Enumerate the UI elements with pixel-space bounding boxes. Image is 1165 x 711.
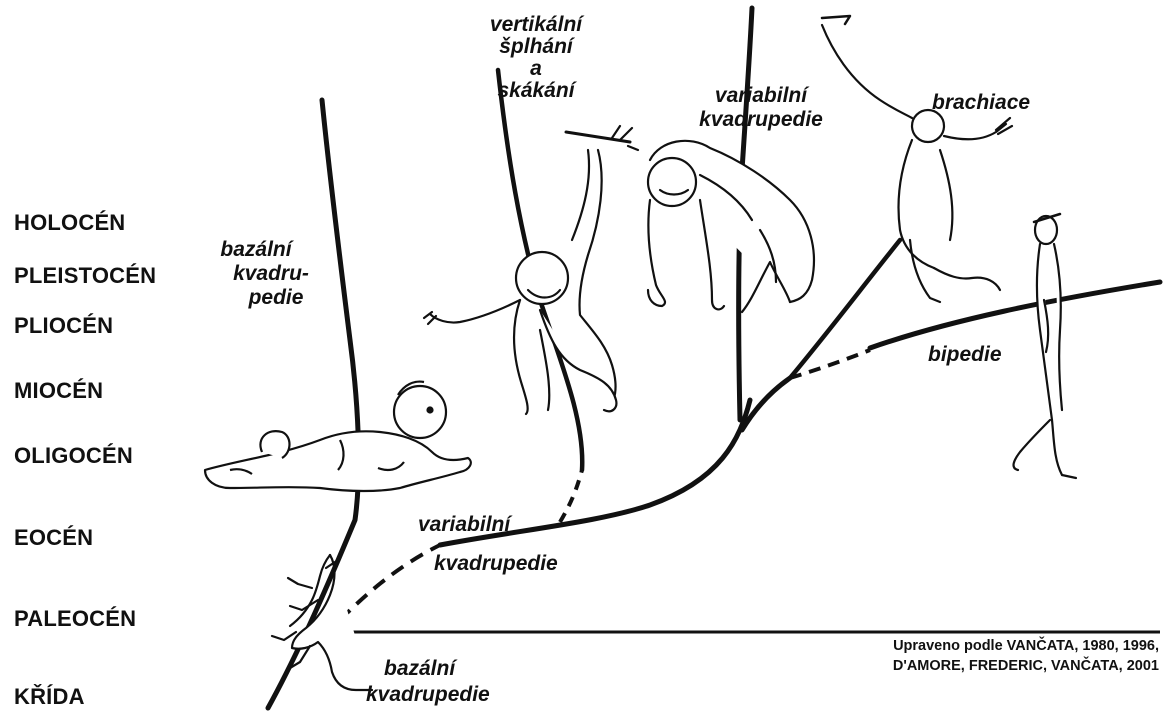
label-kvadrupedie-mid: kvadrupedie xyxy=(434,553,558,575)
infant-crawling-illustration xyxy=(205,382,471,491)
label-line: skákání xyxy=(476,80,596,102)
label-vertikalni-splhani: vertikální šplhání a skákání xyxy=(476,14,596,102)
era-eocen: EOCÉN xyxy=(14,525,93,551)
label-line: kvadru- xyxy=(196,262,316,286)
label-line: bazální xyxy=(366,656,546,682)
label-line: pedie xyxy=(196,286,316,310)
label-bipedie: bipedie xyxy=(928,344,1002,366)
label-line: a xyxy=(476,58,596,80)
credit-line: Upraveno podle VANČATA, 1980, 1996, xyxy=(814,636,1159,656)
credit-citation: Upraveno podle VANČATA, 1980, 1996, D'AM… xyxy=(814,636,1159,676)
label-variabilni-kvadrupedie-top: variabilní kvadrupedie xyxy=(676,84,846,132)
label-line: vertikální xyxy=(476,14,596,36)
gorilla-illustration xyxy=(648,141,814,312)
era-pleistocen: PLEISTOCÉN xyxy=(14,263,156,289)
dashed-early-branch xyxy=(340,545,440,620)
era-miocen: MIOCÉN xyxy=(14,378,103,404)
label-variabilni-mid: variabilní xyxy=(418,514,510,536)
gibbon-illustration xyxy=(822,16,1012,302)
era-krida: KŘÍDA xyxy=(14,684,85,710)
orangutan-illustration xyxy=(424,126,638,414)
era-paleocen: PALEOCÉN xyxy=(14,606,136,632)
label-line: šplhání xyxy=(476,36,596,58)
bipedal-branch xyxy=(870,282,1160,348)
label-brachiace: brachiace xyxy=(932,92,1030,114)
label-line: bazální xyxy=(196,238,316,262)
era-holocen: HOLOCÉN xyxy=(14,210,125,236)
label-line: variabilní xyxy=(676,84,846,108)
human-illustration xyxy=(1014,214,1076,478)
credit-line: D'AMORE, FREDERIC, VANČATA, 2001 xyxy=(814,656,1159,676)
label-bazalni-kvadrupedie-top: bazální kvadru- pedie xyxy=(196,238,316,310)
label-line: kvadrupedie xyxy=(676,108,846,132)
label-bazalni-kvadrupedie-bottom: bazální kvadrupedie xyxy=(366,656,546,708)
label-line: kvadrupedie xyxy=(366,682,546,708)
orangutan-dashed-link xyxy=(560,470,582,522)
era-pliocen: PLIOCÉN xyxy=(14,313,113,339)
era-oligocen: OLIGOCÉN xyxy=(14,443,133,469)
